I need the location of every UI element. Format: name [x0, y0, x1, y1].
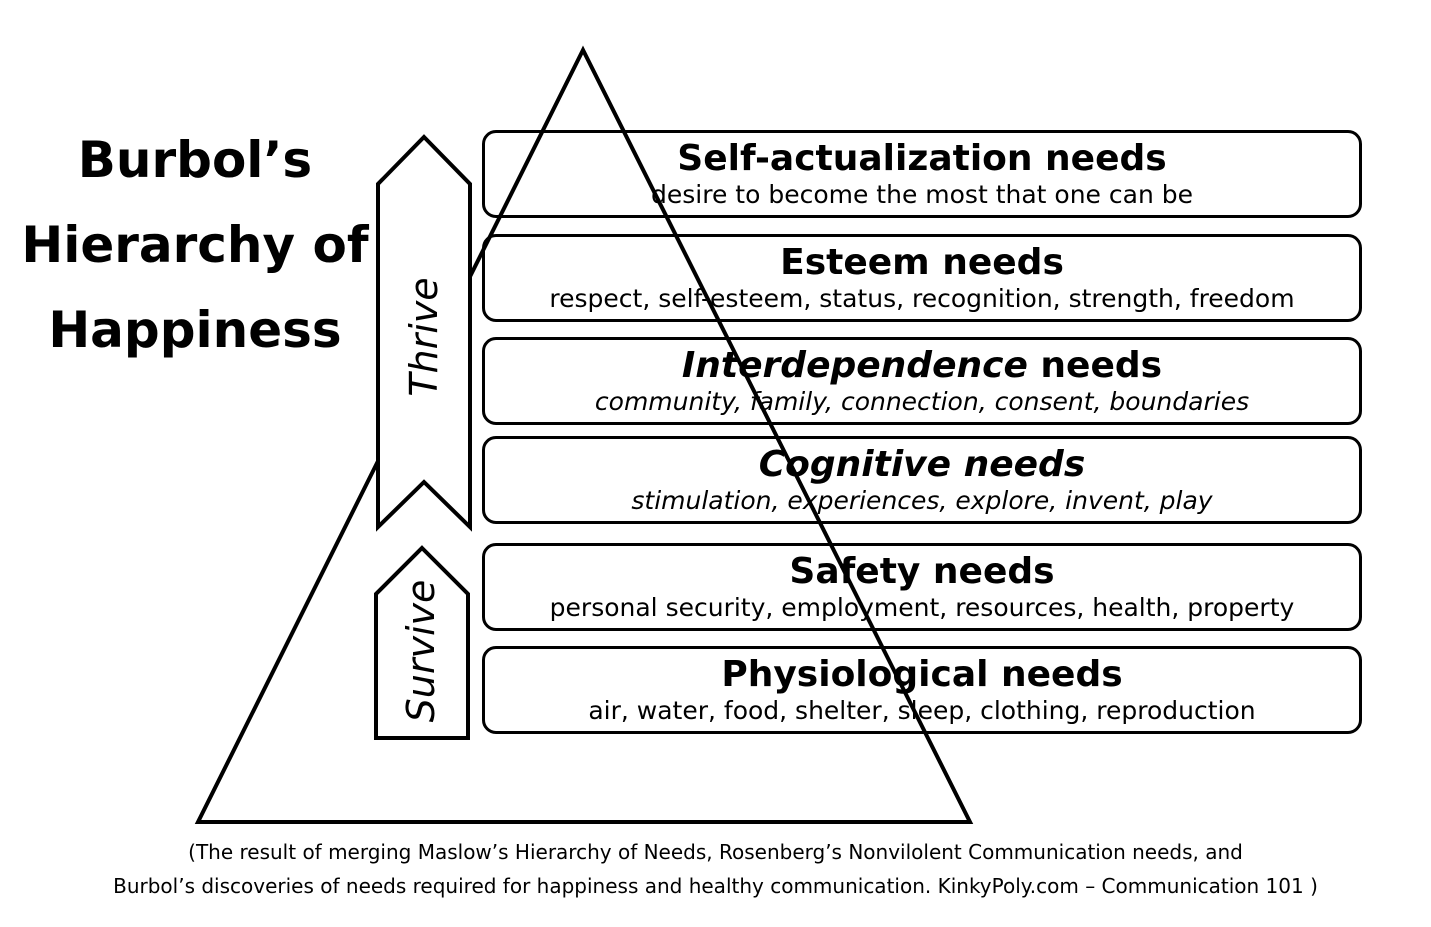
level-description: respect, self-esteem, status, recognitio… — [549, 284, 1295, 313]
footer-caption: (The result of merging Maslow’s Hierarch… — [0, 835, 1431, 903]
level-heading: Interdependence needs — [681, 345, 1163, 386]
level-heading: Safety needs — [789, 551, 1055, 592]
level-heading: Self-actualization needs — [677, 138, 1167, 179]
title-line-3: Happiness — [48, 301, 342, 359]
thrive-label: Thrive — [402, 277, 446, 397]
level-description: personal security, employment, resources… — [549, 593, 1295, 622]
level-heading: Esteem needs — [780, 242, 1064, 283]
caption-line-1: (The result of merging Maslow’s Hierarch… — [188, 840, 1243, 864]
level-description: community, family, connection, consent, … — [594, 387, 1250, 416]
level-description: desire to become the most that one can b… — [651, 180, 1193, 209]
survive-label: Survive — [399, 579, 443, 723]
level-box-physiological: Physiological needs air, water, food, sh… — [482, 646, 1362, 734]
thrive-arrow — [376, 134, 472, 532]
level-heading: Physiological needs — [721, 654, 1123, 695]
survive-arrow — [374, 545, 470, 740]
level-box-interdependence: Interdependence needs community, family,… — [482, 337, 1362, 425]
level-heading: Cognitive needs — [758, 444, 1086, 485]
title-line-1: Burbol’s — [77, 131, 313, 189]
diagram-title: Burbol’s Hierarchy of Happiness — [0, 118, 390, 373]
level-description: stimulation, experiences, explore, inven… — [631, 486, 1213, 515]
level-box-esteem: Esteem needs respect, self-esteem, statu… — [482, 234, 1362, 322]
level-description: air, water, food, shelter, sleep, clothi… — [588, 696, 1256, 725]
title-line-2: Hierarchy of — [21, 216, 369, 274]
caption-line-2: Burbol’s discoveries of needs required f… — [113, 874, 1318, 898]
level-box-cognitive: Cognitive needs stimulation, experiences… — [482, 436, 1362, 524]
level-box-safety: Safety needs personal security, employme… — [482, 543, 1362, 631]
level-box-self-actualization: Self-actualization needs desire to becom… — [482, 130, 1362, 218]
